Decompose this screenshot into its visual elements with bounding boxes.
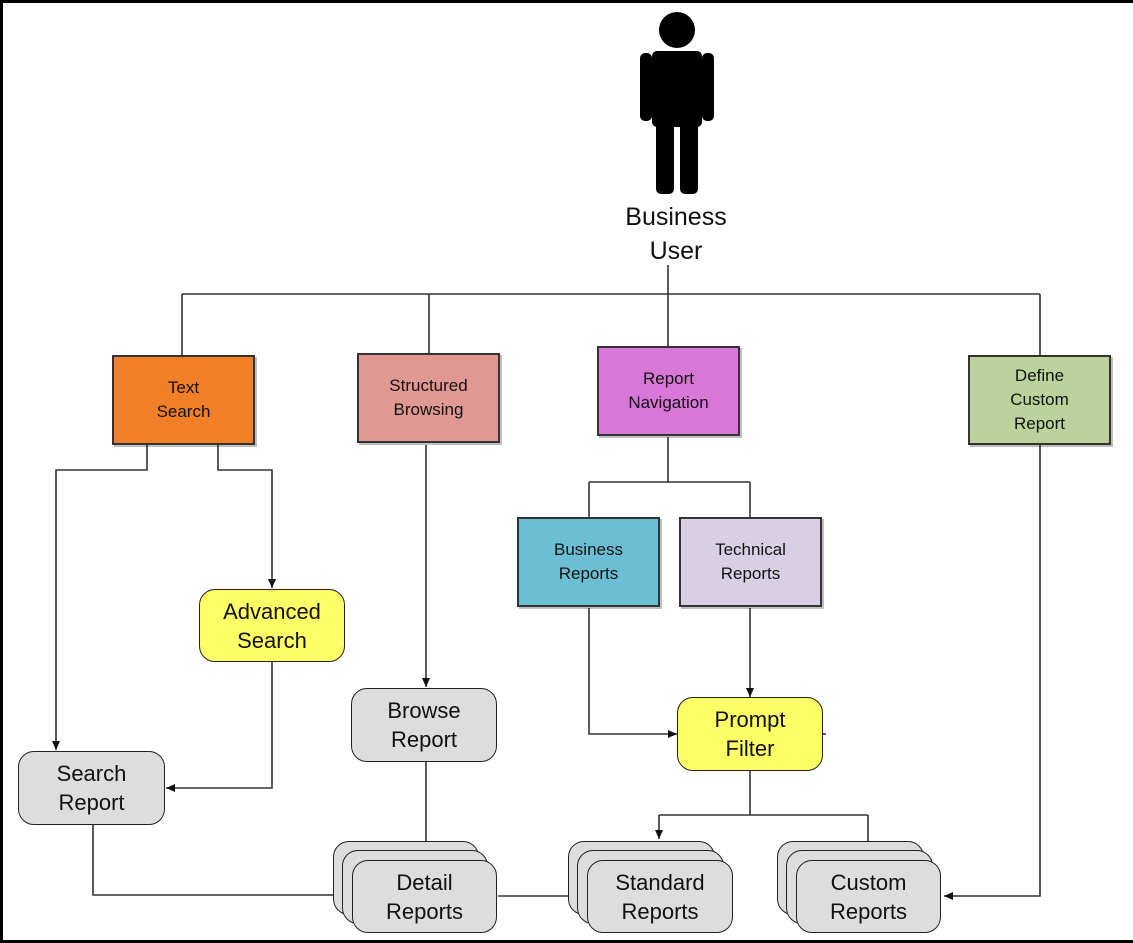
custom-reports-output: Custom Reports (796, 860, 941, 933)
connector-advanced-search-to-search-report (166, 662, 273, 792)
detail-reports-output: Detail Reports (352, 860, 497, 933)
define-custom-report-box: Define Custom Report (968, 355, 1111, 445)
connector-text-search-to-advanced-search (217, 445, 276, 588)
business-user-label: Business User (625, 203, 727, 265)
standard-reports-output: Standard Reports (587, 860, 733, 933)
technical-reports-box: Technical Reports (679, 517, 822, 607)
report-navigation-box: Report Navigation (597, 346, 740, 436)
browse-report-step: Browse Report (351, 688, 497, 762)
connector-text-search-to-search-report (52, 445, 148, 750)
connector-business-reports-to-prompt-filter (588, 608, 677, 738)
business-reports-box: Business Reports (517, 517, 660, 607)
search-report-step: Search Report (18, 751, 165, 825)
text-search-box: Text Search (112, 355, 255, 445)
advanced-search-step: Advanced Search (199, 589, 345, 662)
person-icon (640, 12, 714, 194)
connector-define-custom-to-custom-reports (944, 445, 1041, 900)
structured-browsing-box: Structured Browsing (357, 353, 500, 443)
prompt-filter-step: Prompt Filter (677, 697, 823, 771)
connector-search-report-to-detail-reports (92, 825, 352, 899)
